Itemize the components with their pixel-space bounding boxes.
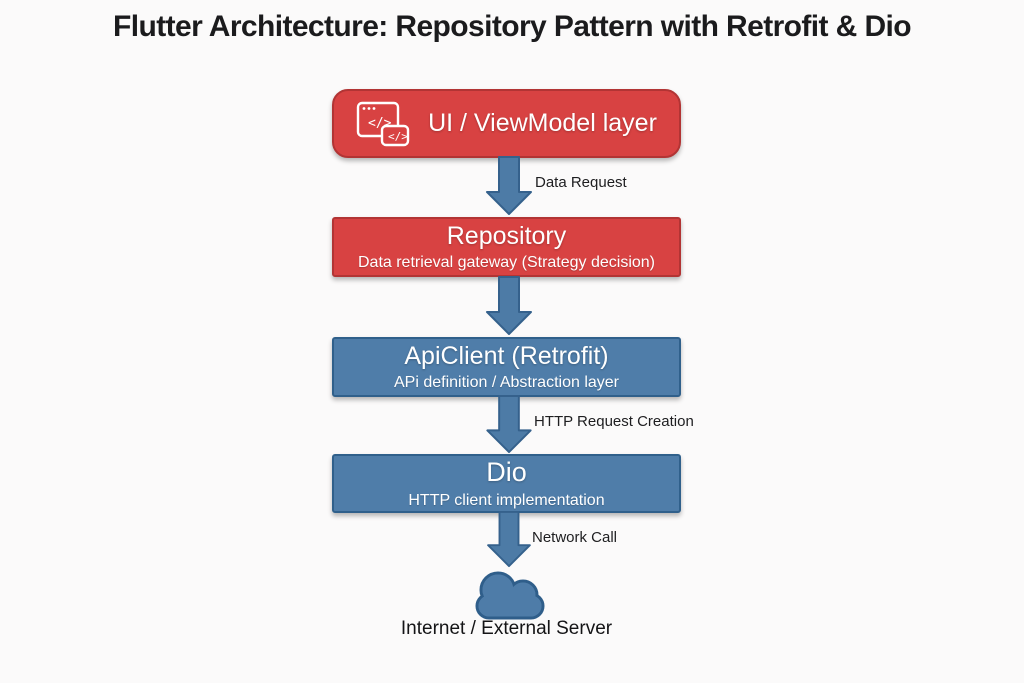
arrow-down-icon xyxy=(486,156,532,215)
arrow-label-network-call: Network Call xyxy=(532,529,618,546)
node-title-apiclient: ApiClient (Retrofit) xyxy=(404,342,609,371)
code-glyph-small: </> xyxy=(388,130,408,143)
node-ui-viewmodel: </> </> UI / ViewModel layer xyxy=(332,89,681,158)
node-dio: Dio HTTP client implementation xyxy=(332,454,681,513)
cloud-icon xyxy=(475,571,545,620)
node-apiclient: ApiClient (Retrofit) APi definition / Ab… xyxy=(332,337,681,397)
arrow-label-http-request: HTTP Request Creation xyxy=(534,413,694,430)
terminal-label: Internet / External Server xyxy=(400,618,613,639)
node-title-repository: Repository xyxy=(446,222,567,251)
diagram-title: Flutter Architecture: Repository Pattern… xyxy=(113,10,912,43)
node-title-ui: UI / ViewModel layer xyxy=(428,109,657,138)
arrow-label-data-request: Data Request xyxy=(535,174,627,191)
arrow-down-icon xyxy=(486,276,532,335)
node-title-dio: Dio xyxy=(486,457,527,488)
arrow-down-icon xyxy=(487,511,531,568)
node-repository: Repository Data retrieval gateway (Strat… xyxy=(332,217,681,277)
code-window-icon: </> </> xyxy=(356,101,410,146)
node-subtitle-apiclient: APi definition / Abstraction layer xyxy=(393,373,619,391)
node-subtitle-dio: HTTP client implementation xyxy=(408,491,605,509)
node-subtitle-repository: Data retrieval gateway (Strategy decisio… xyxy=(357,253,656,271)
arrow-down-icon xyxy=(486,395,532,454)
